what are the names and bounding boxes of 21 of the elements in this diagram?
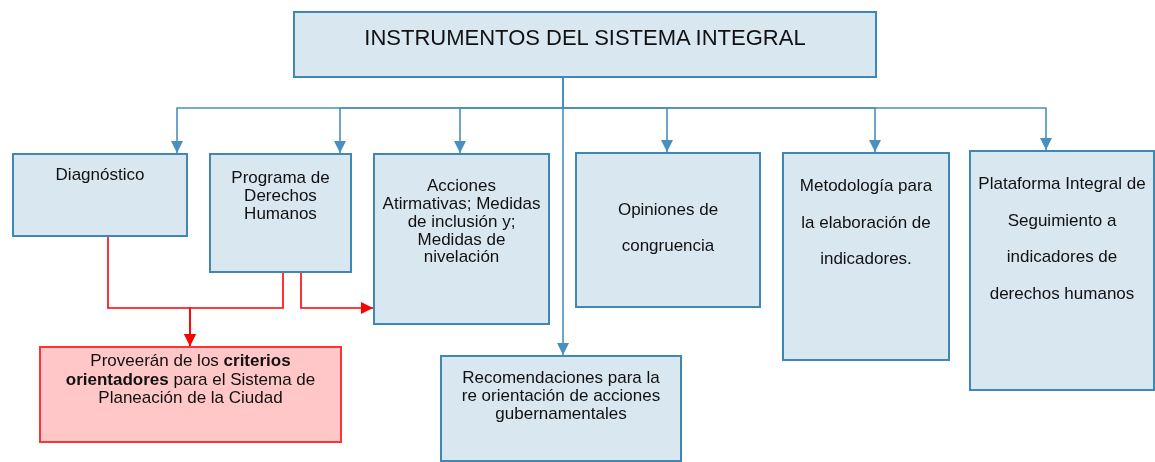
process-box [969,150,1155,391]
process-box [440,355,682,462]
box-text: Plataforma Integral de Seguimiento a indicadores de derechos humanos [977,173,1147,305]
box-text: Recomendaciones para la re orientación de acciones gubernamentales [461,369,661,423]
process-box [209,153,352,273]
title-box [293,11,877,78]
process-box [373,153,550,325]
process-box [575,152,761,308]
title-text: INSTRUMENTOS DEL SISTEMA INTEGRAL [364,25,806,52]
connector-arrow [557,77,569,356]
highlight-box [39,346,342,443]
box-text: Programa de Derechos Humanos [230,169,331,223]
connector-arrow [184,272,284,347]
box-text: Acciones Atirmativas; Medidas de inclusión y; Medidas de nivelación [381,177,542,267]
box-text: Metodología para la elaboración de indicadores. [798,175,934,271]
box-text: Opiniones de congruencia [616,199,720,257]
connector-arrow [300,272,374,314]
process-box [12,153,188,237]
process-box [782,152,950,361]
box-text: Diagnóstico [55,165,145,186]
box-text: Proveerán de los criterios orientadores para el Sistema de Planeación de la Ciudad [64,352,317,409]
